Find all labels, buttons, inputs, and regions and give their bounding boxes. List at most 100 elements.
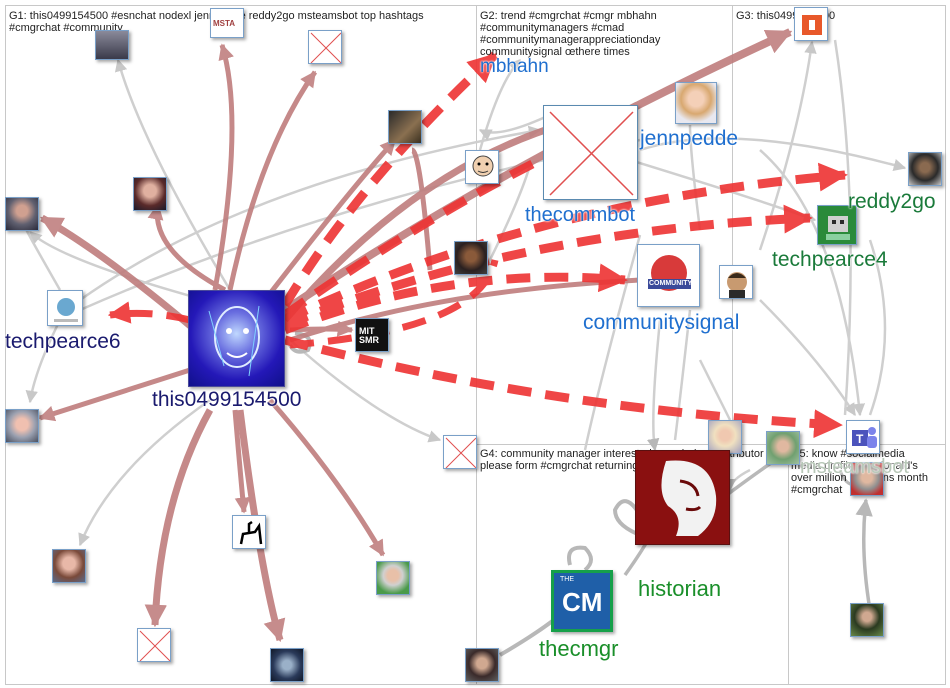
node-thecommbot-placeholder[interactable]: [543, 105, 638, 200]
circle-logo-icon: [54, 298, 78, 322]
node-techpearce6-avatar[interactable]: [47, 290, 83, 326]
node-cartoon-avatar[interactable]: [465, 150, 499, 184]
edge: [283, 263, 628, 335]
node-avatar-photo[interactable]: [766, 431, 800, 465]
node-avatar-photo[interactable]: [708, 420, 742, 454]
node-avatar-photo[interactable]: [52, 549, 86, 583]
node-reddy2go-avatar[interactable]: [908, 152, 942, 186]
node-bitmoji-avatar[interactable]: [719, 265, 753, 299]
msta-logo-text: MSTA: [213, 19, 236, 28]
node-avatar-photo[interactable]: [465, 648, 499, 682]
edge: [268, 398, 386, 557]
edge: [289, 339, 442, 443]
node-avatar-photo[interactable]: [95, 30, 129, 60]
node-avatar-photo[interactable]: [850, 462, 884, 496]
node-msteamsbot-avatar[interactable]: T: [846, 420, 880, 454]
community-signal-logo-text: COMMUNITY: [649, 280, 693, 287]
edge: [232, 409, 251, 514]
node-horse-rider-avatar[interactable]: [232, 515, 266, 549]
cartoon-face-icon: [472, 155, 494, 177]
node-missing-image-placeholder[interactable]: [308, 30, 342, 64]
edge: [289, 277, 641, 343]
edge: [147, 203, 227, 293]
node-avatar-photo[interactable]: [5, 197, 39, 231]
node-missing-image-placeholder[interactable]: [137, 628, 171, 662]
node-historian-avatar[interactable]: [635, 450, 730, 545]
community-signal-logo-icon: [648, 255, 691, 291]
node-label-mbhahn[interactable]: mbhahn: [480, 56, 549, 77]
edge: [79, 125, 542, 302]
node-avatar-photo[interactable]: [388, 110, 422, 144]
broken-image-icon: [549, 111, 634, 196]
edge: [281, 51, 499, 308]
horse-rider-icon: [239, 520, 263, 545]
node-label-communitysignal[interactable]: communitysignal: [583, 311, 740, 334]
node-avatar-photo[interactable]: [133, 177, 167, 211]
edge: [78, 398, 211, 547]
edge: [107, 301, 191, 324]
node-missing-image-placeholder[interactable]: [443, 435, 477, 469]
node-jennpedde-avatar[interactable]: [675, 82, 717, 124]
node-avatar-photo[interactable]: [270, 648, 304, 682]
edge: [114, 58, 232, 291]
edge: [688, 124, 702, 231]
node-mit-smr-logo[interactable]: MIT SMR: [355, 318, 389, 352]
edge: [289, 259, 499, 349]
edge: [698, 359, 732, 421]
node-avatar-photo[interactable]: [5, 409, 39, 443]
node-label-reddy2go[interactable]: reddy2go: [848, 190, 936, 213]
node-avatar-photo[interactable]: [850, 603, 884, 637]
bitmoji-face-icon: [727, 272, 747, 298]
node-avatar-photo[interactable]: [454, 241, 488, 275]
broken-image-icon: [139, 630, 170, 661]
group-label-g1: G1: this0499154500 #esnchat nodexl jennp…: [9, 10, 424, 34]
face-glitch-icon: [208, 305, 260, 377]
cm-logo-top-text: THE: [560, 576, 574, 583]
edge: [282, 150, 553, 319]
node-techpearce4-avatar[interactable]: [817, 205, 857, 245]
edge: [144, 408, 214, 628]
teams-logo-icon: T: [852, 427, 877, 448]
node-label-techpearce6[interactable]: techpearce6: [5, 330, 121, 353]
node-communitysignal-logo[interactable]: COMMUNITY: [637, 244, 700, 307]
edge: [868, 239, 887, 416]
robot-icon: [826, 216, 850, 240]
node-label-thecommbot[interactable]: thecommbot: [525, 204, 636, 226]
edge: [855, 498, 873, 611]
node-label-jennpedde[interactable]: jennpedde: [640, 127, 739, 150]
edge: [723, 468, 751, 492]
group-label-g3: G3: this0499154500: [736, 10, 836, 22]
edge: [25, 229, 62, 291]
node-avatar-photo[interactable]: [376, 561, 410, 595]
edge: [263, 138, 397, 302]
node-office-logo[interactable]: [794, 7, 828, 41]
node-label-historian[interactable]: historian: [638, 576, 722, 601]
edge: [639, 137, 907, 172]
node-label-thecmgr[interactable]: thecmgr: [539, 636, 619, 661]
edge: [227, 70, 318, 291]
cm-logo-text: CM: [562, 587, 603, 617]
mit-smr-logo-text: MIT SMR: [359, 326, 379, 345]
broken-image-icon: [310, 32, 341, 63]
node-label-msteamsbot[interactable]: msteamsbot: [800, 456, 909, 478]
node-msta-logo[interactable]: MSTA: [210, 8, 244, 38]
edge: [212, 43, 235, 291]
edge: [583, 234, 642, 451]
node-label-techpearce4[interactable]: techpearce4: [772, 248, 888, 271]
edge: [410, 147, 433, 271]
node-thecmgr-logo[interactable]: THE CM: [551, 570, 613, 632]
self-loop: [612, 499, 642, 537]
edge: [759, 149, 866, 417]
edge: [283, 162, 848, 325]
edge: [38, 367, 191, 422]
edge: [483, 164, 532, 271]
svg-text:T: T: [856, 432, 864, 446]
group-label-g2: G2: trend #cmgrchat #cmgr mbhahn #commun…: [480, 10, 661, 58]
edge: [40, 214, 198, 333]
broken-image-icon: [445, 437, 476, 468]
node-this0499154500-avatar[interactable]: [188, 290, 285, 387]
node-label-this0499154500[interactable]: this0499154500: [152, 388, 302, 411]
edge: [673, 309, 692, 441]
